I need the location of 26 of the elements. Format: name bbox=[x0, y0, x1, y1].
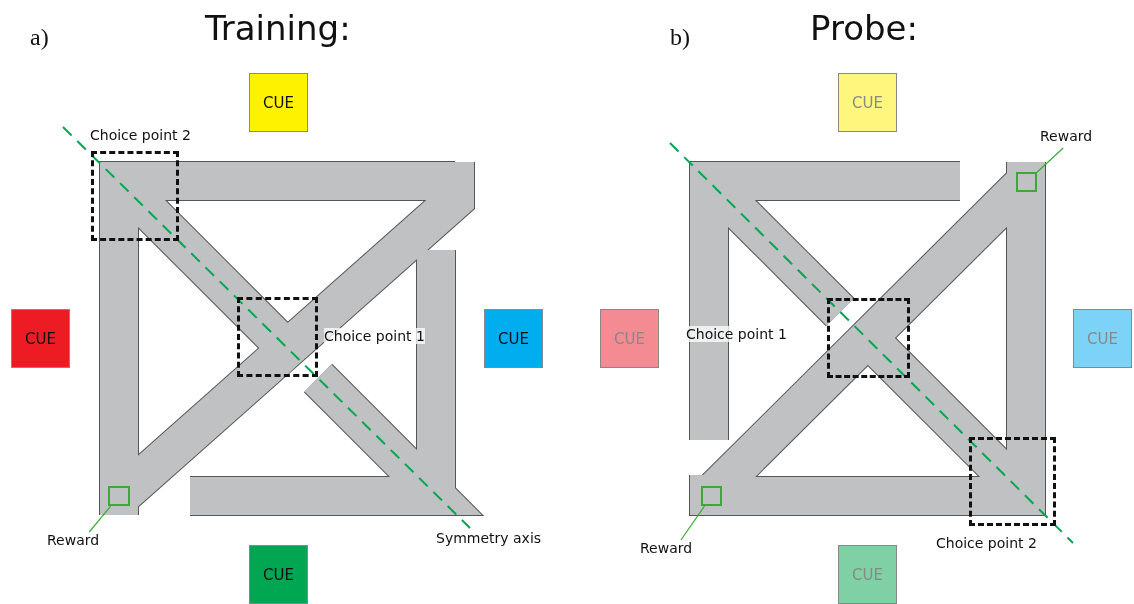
reward-zone-square bbox=[701, 486, 722, 506]
panel-letter: a) bbox=[30, 24, 49, 51]
panel-letter: b) bbox=[670, 24, 690, 51]
axis-label: Symmetry axis bbox=[436, 530, 542, 546]
choice-point-label: Choice point 2 bbox=[90, 127, 191, 143]
reward-label: Reward bbox=[47, 532, 115, 552]
cue-card: CUE bbox=[1073, 309, 1132, 368]
choice-point-label: Choice point 1 bbox=[686, 326, 787, 342]
leader-line bbox=[680, 505, 706, 541]
cue-card: CUE bbox=[838, 545, 897, 604]
reward-zone-square bbox=[1016, 172, 1037, 192]
cue-card: CUE bbox=[249, 73, 308, 132]
cue-card: CUE bbox=[484, 309, 543, 368]
leader-line bbox=[88, 505, 112, 533]
cue-card: CUE bbox=[11, 309, 70, 368]
panel-title: Training: bbox=[205, 8, 351, 48]
cue-card: CUE bbox=[838, 73, 897, 132]
cue-card: CUE bbox=[249, 545, 308, 604]
reward-zone-square bbox=[108, 486, 130, 506]
choice-point-label: Choice point 1 bbox=[324, 328, 425, 344]
leader-line bbox=[1036, 147, 1064, 173]
cue-card: CUE bbox=[600, 309, 659, 368]
reward-label: Reward bbox=[640, 540, 708, 560]
reward-label: Reward bbox=[1040, 128, 1108, 148]
panel-title: Probe: bbox=[810, 8, 918, 48]
choice-point-label: Choice point 2 bbox=[936, 535, 1037, 551]
